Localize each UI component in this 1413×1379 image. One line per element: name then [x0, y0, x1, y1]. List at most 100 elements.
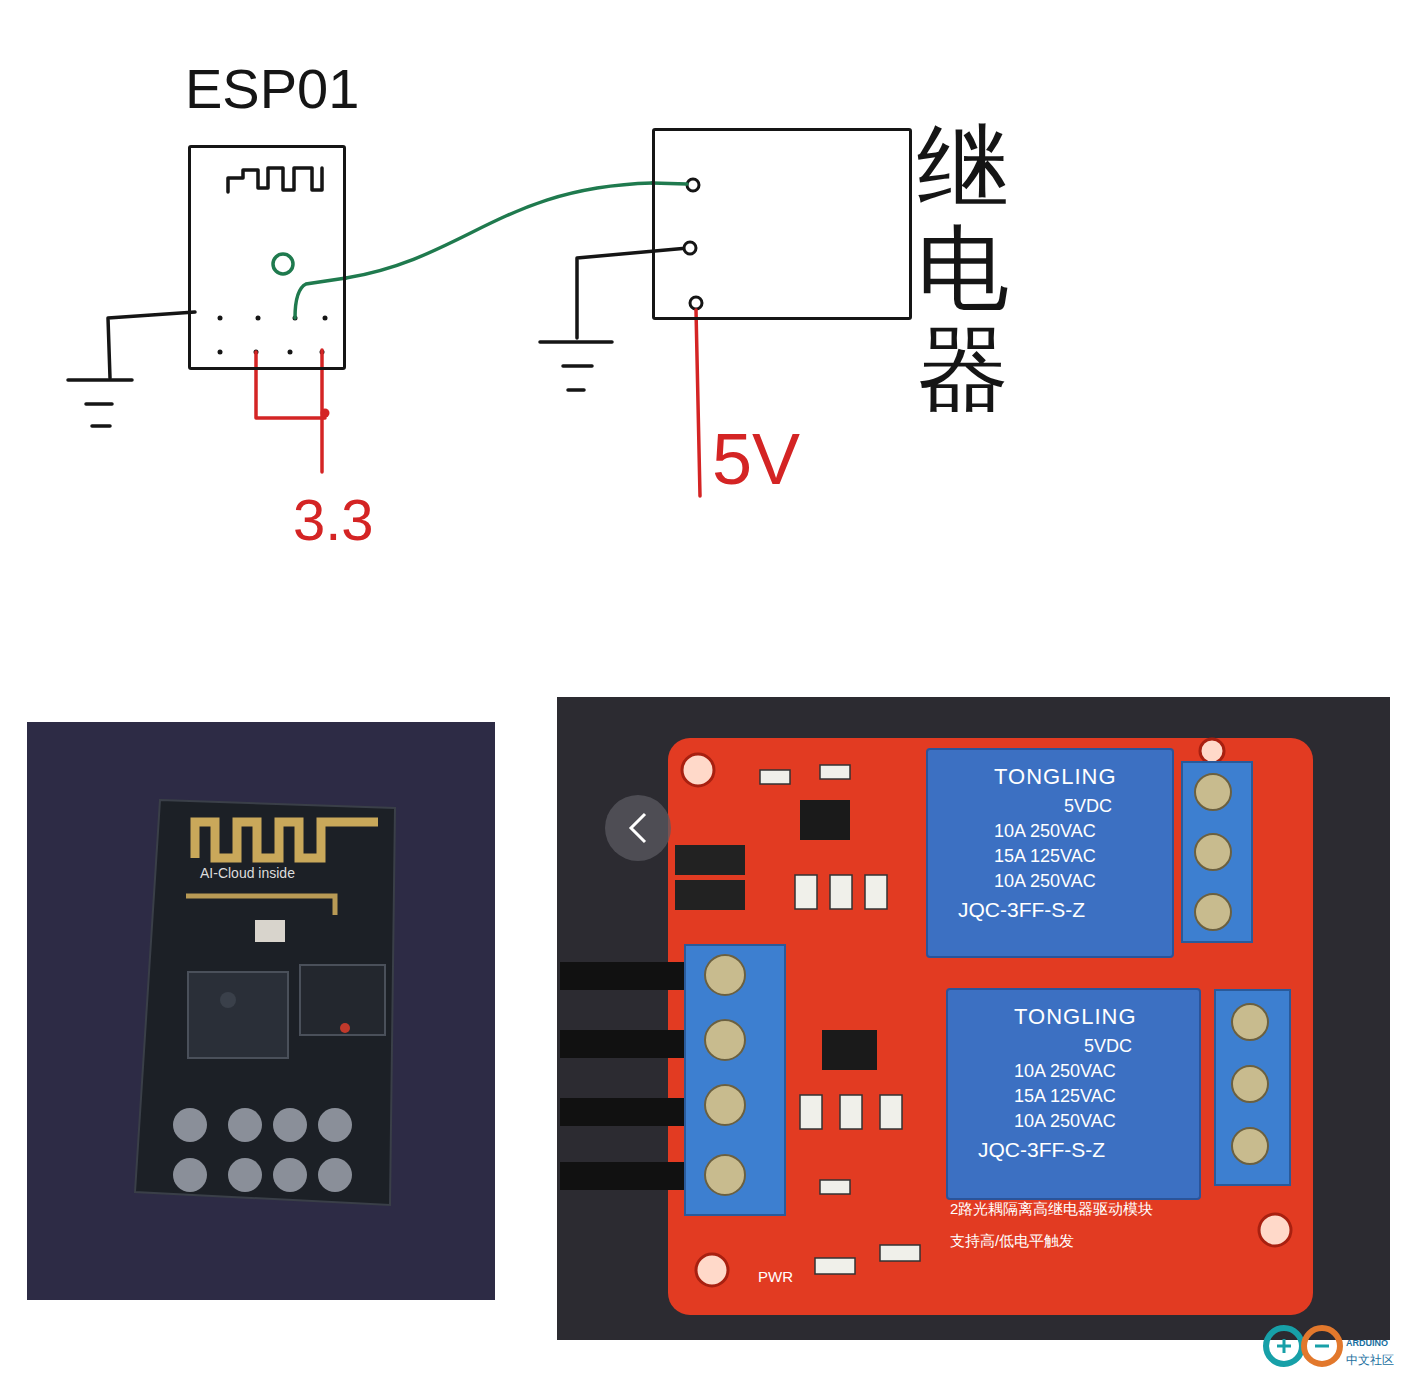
- pin-dots: [218, 316, 328, 355]
- module-label: 继电器: [917, 117, 1009, 421]
- smd-part: [820, 1180, 850, 1194]
- pin-pads: [173, 1108, 352, 1192]
- mounting-hole: [696, 1254, 728, 1286]
- chip: [188, 972, 288, 1058]
- ground-symbol: [68, 380, 132, 426]
- watermark: 中文社区: [1346, 1352, 1394, 1369]
- smd-part: [880, 1245, 920, 1261]
- relay-box: 继电器: [652, 128, 912, 320]
- crystal: [255, 920, 285, 942]
- nav-chevron: [631, 814, 645, 842]
- smd-part: [795, 875, 817, 909]
- signal-wire: [295, 278, 346, 318]
- silkscreen-text: 2路光耦隔离高继电器驱动模块: [950, 1200, 1153, 1219]
- smd-part: [760, 770, 790, 784]
- jumper-wire: [560, 962, 690, 990]
- esp-board-photo: AI-Cloud inside: [140, 800, 390, 1205]
- rating-text: 10A 250VAC: [1014, 1111, 1116, 1132]
- pin-dot: [218, 316, 223, 321]
- power-wires: [256, 310, 700, 496]
- smd-parts: [760, 765, 920, 1274]
- mounting-hole: [1259, 1214, 1291, 1246]
- pin-pad: [228, 1108, 262, 1142]
- smd-part: [840, 1095, 862, 1129]
- flash-chip: [300, 965, 385, 1035]
- esp-board: [135, 800, 395, 1205]
- model-number: JQC-3FF-S-Z: [958, 898, 1085, 922]
- voltage-label: 3.3: [293, 486, 374, 553]
- board-silkscreen: AI-Cloud inside: [200, 865, 295, 881]
- jumper-wires: [560, 962, 690, 1190]
- screw: [1232, 1128, 1268, 1164]
- screw: [705, 1155, 745, 1195]
- smd-part: [815, 1258, 855, 1274]
- signal-wire: [346, 183, 652, 278]
- module-box: ESP01: [188, 145, 346, 370]
- watermark: ARDUINO: [1346, 1338, 1388, 1348]
- rating-text: 15A 125VAC: [1014, 1086, 1116, 1107]
- junction-dot: [321, 409, 330, 418]
- smd-part: [800, 1095, 822, 1129]
- screw: [1195, 894, 1231, 930]
- pin-pad: [228, 1158, 262, 1192]
- ground-symbol: [540, 342, 612, 390]
- terminal-block: [1215, 990, 1290, 1185]
- pin-pad: [173, 1158, 207, 1192]
- pin-dot: [256, 316, 261, 321]
- pin-pad: [318, 1158, 352, 1192]
- smd-part: [830, 875, 852, 909]
- mounting-hole: [1200, 739, 1224, 763]
- pcb-antenna: [195, 822, 378, 858]
- smd-part: [865, 875, 887, 909]
- photo-background: [557, 697, 1390, 1340]
- nav-button: [605, 795, 671, 861]
- relay-pcb: [668, 738, 1313, 1315]
- jumper-wire: [560, 1030, 690, 1058]
- silkscreen-text: 支持高/低电平触发: [950, 1232, 1074, 1251]
- rating-text: 5VDC: [1084, 1036, 1132, 1057]
- smd-part: [820, 765, 850, 779]
- brand-name: TONGLING: [1014, 1004, 1137, 1030]
- voltage-label: 5V: [712, 418, 800, 500]
- jumper-wire: [560, 1162, 690, 1190]
- jumper: [675, 880, 745, 910]
- signal-wire: [652, 183, 687, 184]
- jumper: [675, 845, 745, 875]
- pin-pad: [318, 1108, 352, 1142]
- led-circle: [273, 254, 293, 274]
- optocoupler: [800, 800, 850, 840]
- chip-dot: [220, 992, 236, 1008]
- pin-pad: [273, 1108, 307, 1142]
- chip-dot: [340, 1023, 350, 1033]
- pin-pad: [273, 1158, 307, 1192]
- terminal: [684, 242, 696, 254]
- photo-background: [27, 722, 495, 1300]
- terminal-block: [1182, 762, 1252, 942]
- screw: [705, 1020, 745, 1060]
- ground-wire: [577, 248, 688, 338]
- model-number: JQC-3FF-S-Z: [978, 1138, 1105, 1162]
- rating-text: 10A 250VAC: [994, 821, 1096, 842]
- brand-name: TONGLING: [994, 764, 1117, 790]
- rating-text: 15A 125VAC: [994, 846, 1096, 867]
- terminal: [687, 179, 699, 191]
- pin-dot: [323, 316, 328, 321]
- optocoupler: [822, 1030, 877, 1070]
- mounting-holes: [682, 739, 1291, 1286]
- pin-pad: [173, 1108, 207, 1142]
- screw: [1232, 1004, 1268, 1040]
- screw: [1195, 774, 1231, 810]
- screw: [705, 1085, 745, 1125]
- silkscreen-text: PWR: [758, 1268, 793, 1285]
- rating-text: 10A 250VAC: [1014, 1061, 1116, 1082]
- pin-dot: [218, 350, 223, 355]
- terminal-block: [685, 945, 785, 1215]
- power-wire: [256, 352, 325, 418]
- module-label: ESP01: [185, 56, 359, 121]
- rating-text: 5VDC: [1064, 796, 1112, 817]
- relay-cube: TONGLING 5VDC 10A 250VAC 15A 125VAC 10A 250V…: [946, 988, 1201, 1200]
- power-wire: [696, 310, 700, 496]
- screw: [705, 955, 745, 995]
